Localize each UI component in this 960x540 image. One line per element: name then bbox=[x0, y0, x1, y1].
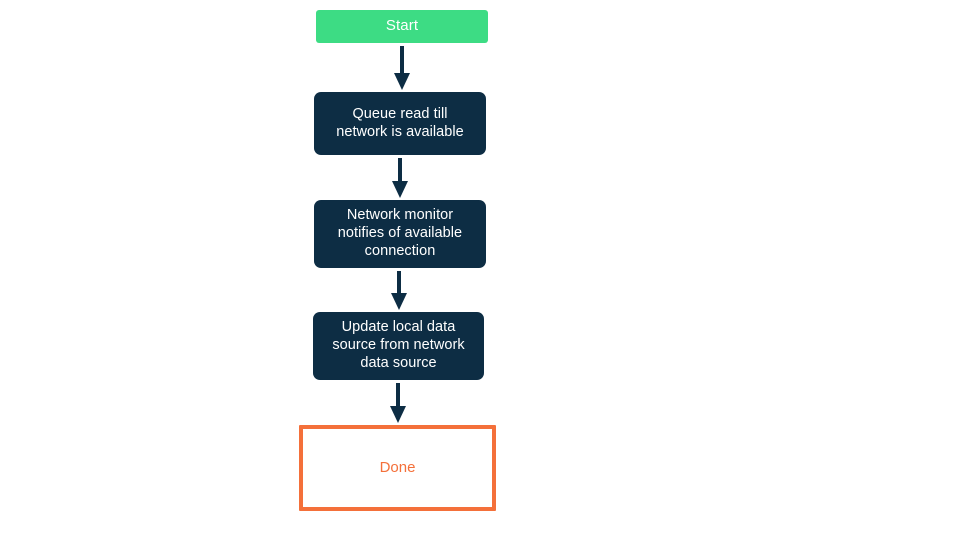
arrow-down-icon bbox=[391, 271, 407, 310]
arrow-down-icon bbox=[394, 46, 410, 90]
arrow-down-icon bbox=[390, 383, 406, 423]
flow-node-start-label: Start bbox=[385, 17, 419, 35]
flow-node-done[interactable]: Done bbox=[299, 425, 496, 511]
flow-node-update-local[interactable]: Update local data source from network da… bbox=[313, 312, 484, 380]
arrow-down-icon bbox=[392, 158, 408, 198]
flow-node-done-label: Done bbox=[379, 458, 416, 476]
flow-edge-network-monitor-to-update-local bbox=[387, 270, 411, 311]
flow-node-network-monitor[interactable]: Network monitor notifies of available co… bbox=[314, 200, 486, 268]
flow-node-network-monitor-label: Network monitor notifies of available co… bbox=[337, 207, 463, 259]
flow-edge-queue-read-to-network-monitor bbox=[388, 157, 412, 199]
flow-node-queue-read[interactable]: Queue read till network is available bbox=[314, 92, 486, 155]
flow-edge-start-to-queue-read bbox=[390, 45, 414, 91]
flow-node-update-local-label: Update local data source from network da… bbox=[332, 319, 465, 371]
flow-edge-update-local-to-done bbox=[386, 382, 410, 424]
flow-node-queue-read-label: Queue read till network is available bbox=[336, 105, 464, 140]
flow-node-start[interactable]: Start bbox=[316, 10, 488, 43]
